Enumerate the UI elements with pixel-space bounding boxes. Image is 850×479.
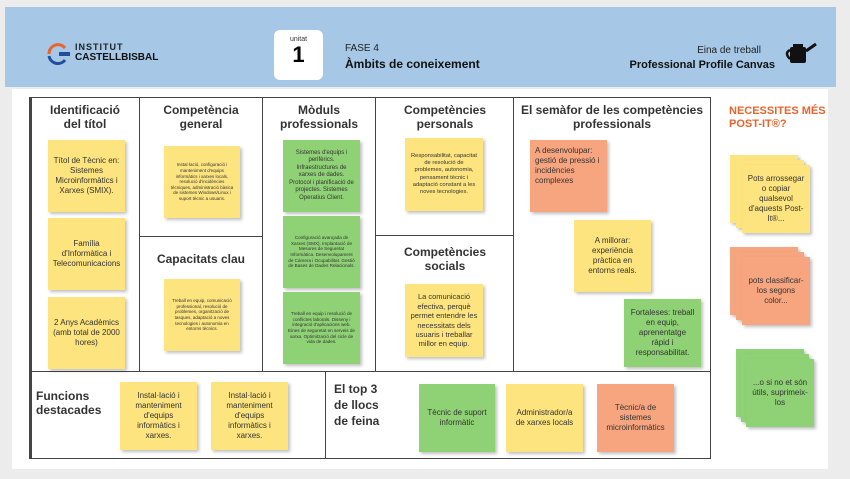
note-semafor-desenvolupar[interactable]: A desenvolupar: gestió de pressió i inci… bbox=[530, 140, 607, 212]
note-semafor-fortaleses[interactable]: Fortaleses: treball en equip, aprenentat… bbox=[624, 299, 701, 367]
note-durada[interactable]: 2 Anys Acadèmics (amb total de 2000 hore… bbox=[48, 297, 125, 369]
postit-stack-green[interactable]: ...o si no et són útils, suprimeix-los bbox=[746, 359, 814, 427]
title-comp-socials: Competències socials bbox=[403, 245, 487, 273]
tool-label: Eina de treball bbox=[697, 45, 761, 56]
note-titol[interactable]: Títol de Tècnic en: Sistemes Microinform… bbox=[48, 140, 125, 212]
note-familia[interactable]: Família d'Informàtica i Telecomunicacion… bbox=[48, 218, 125, 290]
logo-line1: INSTITUT bbox=[75, 42, 124, 52]
note-funcio-1[interactable]: Instal·lació i manteniment d'equips info… bbox=[120, 382, 197, 450]
note-top-3[interactable]: Tècnic/a de sistemes microinformàtics bbox=[597, 384, 674, 452]
note-top-1[interactable]: Tècnic de suport informàtic bbox=[419, 384, 495, 452]
institut-logo: INSTITUT CASTELLBISBAL bbox=[45, 41, 165, 67]
unit-label: unitat bbox=[289, 36, 308, 43]
title-moduls: Mòduls professionals bbox=[279, 103, 359, 131]
note-comp-personals[interactable]: Responsabilitat, capacitat de resolució … bbox=[405, 138, 483, 211]
postit-stack-yellow[interactable]: Pots arrossegar o copiar qualsevol d'aqu… bbox=[742, 165, 810, 233]
unit-number: 1 bbox=[292, 42, 305, 67]
note-top-2[interactable]: Administrador/a de xarxes locals bbox=[506, 384, 583, 452]
side-title: NECESSITES MÉS POST-IT®? bbox=[729, 105, 826, 130]
note-modul-2[interactable]: Configuració avançada de Xarxes (SMX). I… bbox=[283, 216, 360, 288]
title-semafor: El semàfor de les competències professio… bbox=[520, 103, 704, 131]
title-funcions: Funcions destacades bbox=[36, 389, 102, 417]
note-capacitats[interactable]: Treball en equip, comunicació profession… bbox=[164, 279, 240, 351]
logo-line2: CASTELLBISBAL bbox=[75, 52, 159, 63]
canvas-title: Professional Profile Canvas bbox=[629, 59, 776, 71]
header-banner: INSTITUT CASTELLBISBAL unitat 1 FASE 4 À… bbox=[5, 7, 836, 87]
note-funcio-2[interactable]: Instal·lació i manteniment d'equips info… bbox=[211, 382, 288, 450]
institut-logo-icon bbox=[47, 43, 70, 65]
note-modul-1[interactable]: Sistemes d'equips i perifèrics. Infraest… bbox=[283, 140, 360, 212]
title-top3: El top 3 de llocs de feina bbox=[334, 382, 380, 428]
note-competencia-general[interactable]: Instal·lació, configuració i manteniment… bbox=[164, 146, 240, 218]
watering-can-icon bbox=[785, 42, 817, 63]
note-modul-3[interactable]: Treball en equip i resolució de conflict… bbox=[283, 292, 360, 364]
unit-box: unitat 1 bbox=[274, 30, 323, 80]
title-competencia-general: Competència general bbox=[163, 103, 239, 131]
postit-stack-orange[interactable]: pots classificar-los segons color... bbox=[742, 257, 810, 325]
note-semafor-millorar[interactable]: A millorar: experiència pràctica en ento… bbox=[574, 220, 651, 292]
phase-label: FASE 4 bbox=[345, 43, 379, 54]
phase-title: Àmbits de coneixement bbox=[345, 57, 480, 71]
note-comp-socials[interactable]: La comunicació efectiva, perquè permet e… bbox=[405, 284, 483, 357]
title-comp-personals: Competències personals bbox=[403, 103, 487, 131]
title-identificacio: Identificació del títol bbox=[49, 103, 120, 131]
title-capacitats: Capacitats clau bbox=[156, 252, 246, 266]
